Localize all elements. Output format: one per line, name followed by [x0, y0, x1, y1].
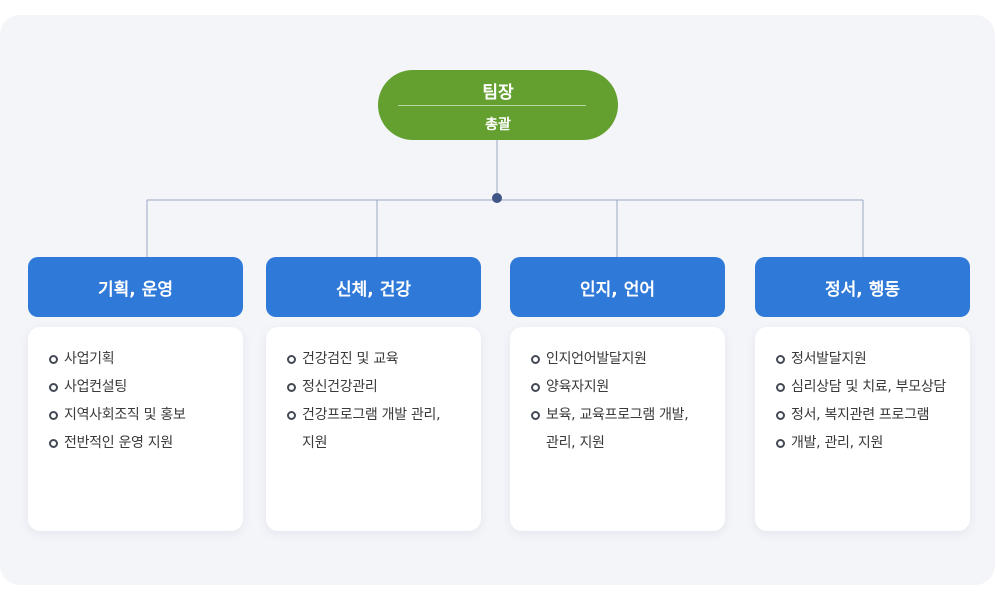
bullet-icon — [776, 383, 785, 392]
bullet-icon — [49, 355, 58, 364]
column-card-emotion: 정서발달지원 심리상담 및 치료, 부모상담 정서, 복지관련 프로그램 개발,… — [755, 327, 970, 531]
bullet-icon — [531, 383, 540, 392]
bullet-icon — [49, 383, 58, 392]
column-title-health: 신체, 건강 — [266, 257, 481, 317]
bullet-icon — [287, 411, 296, 420]
list-item: 개발, 관리, 지원 — [776, 429, 970, 457]
list-item: 지역사회조직 및 홍보 — [49, 401, 243, 429]
junction-dot — [492, 193, 502, 203]
column-card-cognition: 인지언어발달지원 양육자지원 보육, 교육프로그램 개발, 관리, 지원 — [510, 327, 725, 531]
team-leader-divider — [398, 105, 586, 106]
team-leader-title: 팀장 — [482, 83, 514, 103]
bullet-icon — [776, 439, 785, 448]
team-leader-subtitle: 총괄 — [485, 117, 511, 133]
bullet-icon — [49, 411, 58, 420]
bullet-icon — [287, 355, 296, 364]
list-item: 보육, 교육프로그램 개발, — [531, 401, 725, 429]
list-item: 사업기획 — [49, 345, 243, 373]
list-item: 전반적인 운영 지원 — [49, 429, 243, 457]
list-item: 정서, 복지관련 프로그램 — [776, 401, 970, 429]
column-card-planning: 사업기획 사업컨설팅 지역사회조직 및 홍보 전반적인 운영 지원 — [28, 327, 243, 531]
bullet-icon — [49, 439, 58, 448]
list-item: 정서발달지원 — [776, 345, 970, 373]
bullet-icon — [776, 355, 785, 364]
list-item: 심리상담 및 치료, 부모상담 — [776, 373, 970, 401]
column-card-health: 건강검진 및 교육 정신건강관리 건강프로그램 개발 관리, 지원 — [266, 327, 481, 531]
list-item: 인지언어발달지원 — [531, 345, 725, 373]
bullet-icon — [531, 355, 540, 364]
bullet-icon — [776, 411, 785, 420]
list-item: 양육자지원 — [531, 373, 725, 401]
list-item-continuation: 지원 — [302, 435, 328, 451]
list-item: 정신건강관리 — [287, 373, 481, 401]
column-title-planning: 기획, 운영 — [28, 257, 243, 317]
list-item: 사업컨설팅 — [49, 373, 243, 401]
column-title-cognition: 인지, 언어 — [510, 257, 725, 317]
column-title-emotion: 정서, 행동 — [755, 257, 970, 317]
team-leader-node: 팀장 총괄 — [378, 70, 618, 140]
bullet-icon — [287, 383, 296, 392]
list-item: 건강검진 및 교육 — [287, 345, 481, 373]
bullet-icon — [531, 411, 540, 420]
list-item: 건강프로그램 개발 관리, — [287, 401, 481, 429]
list-item-continuation: 관리, 지원 — [546, 435, 605, 451]
